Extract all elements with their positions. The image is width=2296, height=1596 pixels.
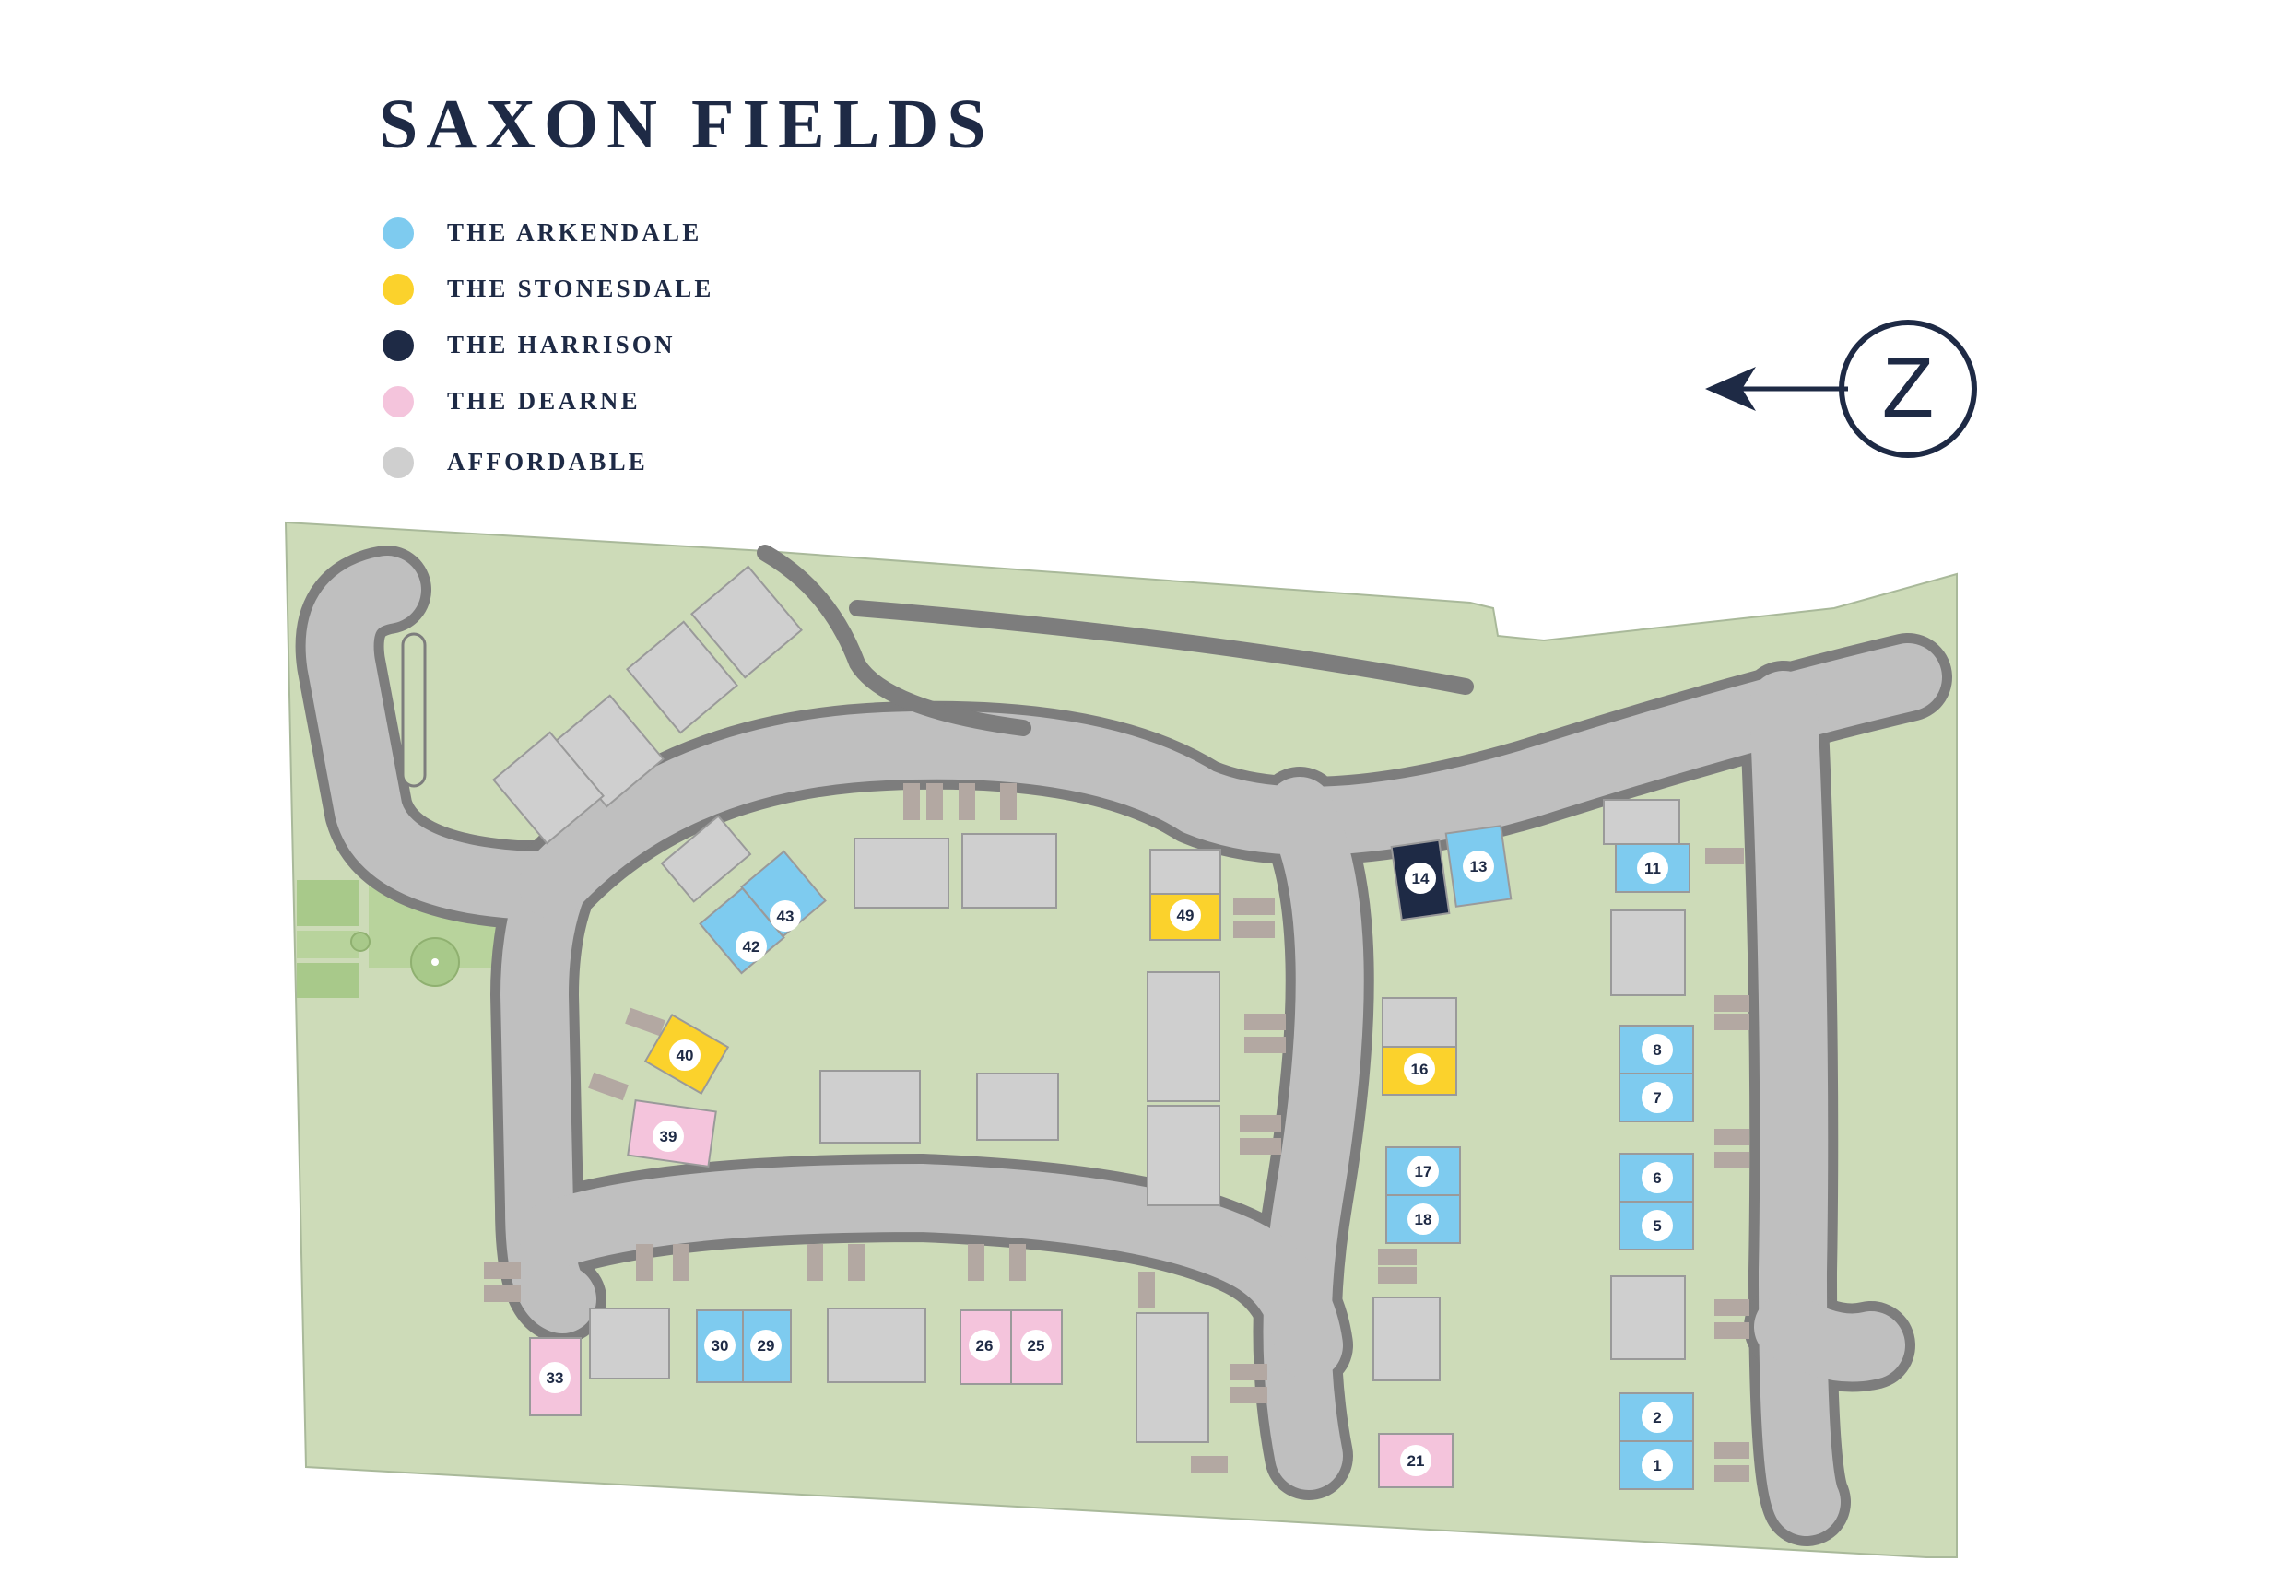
affordable-buildings [492, 565, 1686, 1443]
compass-letter: Z [1882, 341, 1934, 435]
plot-label-7: 7 [1642, 1082, 1673, 1113]
plot-label-16: 16 [1404, 1053, 1435, 1085]
svg-text:1: 1 [1653, 1457, 1661, 1474]
plot-label-11: 11 [1637, 852, 1668, 884]
plot-label-17: 17 [1407, 1156, 1439, 1187]
plot-label-25: 25 [1020, 1330, 1052, 1361]
legend-item-arkendale: THE ARKENDALE [383, 205, 714, 261]
svg-text:25: 25 [1028, 1337, 1045, 1355]
plot-label-29: 29 [750, 1330, 782, 1361]
arkendale-swatch [383, 217, 414, 249]
svg-text:49: 49 [1177, 907, 1195, 924]
plot-label-39: 39 [653, 1121, 684, 1152]
plot-label-49: 49 [1170, 899, 1201, 931]
legend-item-dearne: THE DEARNE [383, 373, 714, 429]
legend: THE ARKENDALE THE STONESDALE THE HARRISO… [383, 205, 714, 490]
site-title: SAXON FIELDS [379, 86, 995, 163]
plot-labels: 1 2 5 6 7 8 11 13 14 16 17 18 21 25 26 2… [539, 851, 1673, 1481]
plot-label-18: 18 [1407, 1203, 1439, 1235]
plot-label-5: 5 [1642, 1210, 1673, 1241]
plot-label-6: 6 [1642, 1162, 1673, 1193]
affordable-swatch [383, 446, 414, 478]
plot-label-43: 43 [770, 900, 801, 932]
svg-text:43: 43 [777, 908, 795, 925]
harrison-swatch [383, 329, 414, 361]
svg-text:39: 39 [660, 1128, 677, 1145]
legend-item-harrison: THE HARRISON [383, 317, 714, 373]
svg-text:17: 17 [1415, 1163, 1432, 1180]
svg-text:33: 33 [547, 1369, 564, 1387]
parking-bays [484, 783, 1749, 1482]
svg-text:29: 29 [758, 1337, 775, 1355]
legend-label: THE STONESDALE [447, 275, 714, 302]
plot-label-33: 33 [539, 1362, 571, 1393]
north-arrow-icon: Z [1705, 320, 1977, 458]
plot-label-21: 21 [1400, 1445, 1431, 1476]
svg-text:13: 13 [1470, 858, 1488, 875]
svg-text:42: 42 [743, 938, 760, 956]
legend-item-stonesdale: THE STONESDALE [383, 261, 714, 317]
svg-text:7: 7 [1653, 1089, 1661, 1107]
svg-text:11: 11 [1644, 860, 1661, 877]
plot-label-40: 40 [669, 1039, 701, 1071]
compass-ring [1839, 320, 1977, 458]
svg-text:21: 21 [1407, 1452, 1425, 1470]
legend-label: THE HARRISON [447, 331, 676, 358]
svg-text:30: 30 [712, 1337, 729, 1355]
legend-item-affordable: AFFORDABLE [383, 434, 714, 490]
svg-text:14: 14 [1412, 870, 1430, 887]
svg-text:8: 8 [1653, 1041, 1661, 1059]
plot-label-2: 2 [1642, 1402, 1673, 1433]
plot-label-14: 14 [1405, 863, 1436, 894]
svg-text:26: 26 [976, 1337, 994, 1355]
plot-label-13: 13 [1463, 851, 1494, 882]
svg-text:16: 16 [1411, 1061, 1429, 1078]
stonesdale-swatch [383, 273, 414, 305]
svg-text:18: 18 [1415, 1211, 1432, 1228]
svg-text:40: 40 [677, 1047, 694, 1064]
svg-text:6: 6 [1653, 1169, 1661, 1187]
plot-label-8: 8 [1642, 1034, 1673, 1065]
legend-label: THE DEARNE [447, 387, 641, 415]
svg-text:5: 5 [1653, 1217, 1661, 1235]
legend-label: THE ARKENDALE [447, 218, 702, 246]
svg-text:2: 2 [1653, 1409, 1661, 1426]
legend-label: AFFORDABLE [447, 448, 649, 475]
dearne-swatch [383, 385, 414, 417]
plot-label-26: 26 [969, 1330, 1000, 1361]
roads [295, 545, 1952, 1546]
plot-label-42: 42 [736, 931, 767, 962]
plot-label-30: 30 [704, 1330, 736, 1361]
plot-label-1: 1 [1642, 1449, 1673, 1481]
